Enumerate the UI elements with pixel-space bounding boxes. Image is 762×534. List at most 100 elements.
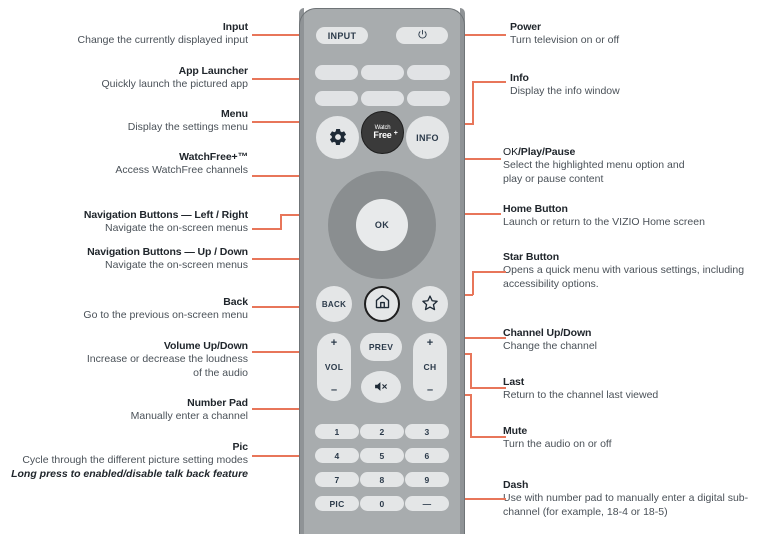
star-button[interactable] — [412, 286, 448, 322]
remote-edge-right — [460, 8, 465, 534]
leader-menu — [252, 121, 336, 123]
leader-nav-lr-h1 — [252, 228, 282, 230]
numpad-key-8[interactable]: 8 — [360, 472, 404, 487]
input-button[interactable]: INPUT — [316, 27, 368, 44]
gear-icon — [328, 127, 348, 149]
numpad-key-4[interactable]: 4 — [315, 448, 359, 463]
leader-mute-h2 — [470, 436, 506, 438]
callout-title: Power — [510, 21, 542, 33]
callout-home-button: Home Button Launch or return to the VIZI… — [503, 202, 758, 230]
channel-down-label: – — [426, 384, 434, 396]
remote-edge-left — [299, 8, 304, 534]
callout-input: Input Change the currently displayed inp… — [30, 20, 249, 48]
mute-icon — [373, 380, 389, 395]
pic-button[interactable]: PIC — [315, 496, 359, 511]
callout-title: Number Pad — [187, 397, 248, 409]
callout-desc: Turn the audio on or off — [503, 438, 612, 450]
callout-desc: Select the highlighted menu option and — [503, 159, 685, 171]
callout-title: Volume Up/Down — [163, 340, 248, 352]
leader-last-v — [470, 353, 472, 388]
callout-title: Mute — [503, 425, 528, 437]
app-launcher-button-1[interactable] — [315, 65, 358, 80]
app-launcher-button-5[interactable] — [361, 91, 404, 106]
ok-button[interactable]: OK — [356, 199, 408, 251]
callout-volume: Volume Up/Down Increase or decrease the … — [30, 339, 248, 380]
power-icon — [417, 29, 428, 42]
app-launcher-button-2[interactable] — [361, 65, 404, 80]
callout-info: Info Display the info window — [510, 71, 758, 99]
leader-mute-v — [470, 394, 472, 437]
callout-power: Power Turn television on or off — [510, 20, 758, 48]
numpad-key-1[interactable]: 1 — [315, 424, 359, 439]
leader-info-v — [472, 81, 474, 124]
volume-up-label: + — [330, 337, 338, 349]
callout-desc: Change the channel — [503, 340, 597, 352]
home-icon — [374, 293, 391, 315]
numpad-key-label: 3 — [424, 426, 430, 437]
callout-desc-emphasis: Long press to enabled/disable talk back … — [11, 467, 248, 480]
remote-body: INPUT Watch — [299, 8, 465, 534]
numpad-key-label: 9 — [424, 474, 430, 485]
leader-volume — [252, 351, 335, 353]
leader-numpad-h — [252, 408, 316, 410]
info-button[interactable]: INFO — [406, 116, 449, 159]
callout-title: Pic — [232, 441, 249, 453]
dash-button[interactable]: — — [405, 496, 449, 511]
numpad-key-0[interactable]: 0 — [360, 496, 404, 511]
leader-channel — [427, 337, 506, 339]
callout-mute: Mute Turn the audio on or off — [503, 424, 758, 452]
numpad-key-9[interactable]: 9 — [405, 472, 449, 487]
prev-button-label: PREV — [368, 342, 394, 352]
leader-home-h — [443, 213, 501, 215]
callout-menu: Menu Display the settings menu — [30, 107, 248, 135]
callout-desc: channel (for example, 18-4 or 18-5) — [503, 505, 668, 518]
leader-nav-lr-v — [280, 214, 282, 229]
prev-button[interactable]: PREV — [360, 333, 402, 361]
power-button[interactable] — [396, 27, 448, 44]
callout-title: Last — [503, 376, 525, 388]
callout-dash: Dash Use with number pad to manually ent… — [503, 478, 761, 519]
callout-star-button: Star Button Opens a quick menu with vari… — [503, 250, 761, 291]
volume-rocker[interactable]: + VOL – — [317, 333, 351, 401]
numpad-key-3[interactable]: 3 — [405, 424, 449, 439]
pic-button-label: PIC — [329, 498, 345, 509]
callout-desc: Go to the previous on-screen menu — [83, 309, 248, 321]
callout-desc: Manually enter a channel — [130, 410, 248, 422]
numpad-key-label: 2 — [379, 426, 385, 437]
home-button[interactable] — [364, 286, 400, 322]
leader-star-h2 — [472, 271, 506, 273]
callout-title: Dash — [503, 479, 529, 491]
callout-desc: Opens a quick menu with various settings… — [503, 264, 745, 276]
callout-desc: Navigate the on-screen menus — [105, 259, 248, 271]
app-launcher-button-6[interactable] — [407, 91, 450, 106]
menu-button[interactable] — [316, 116, 359, 159]
numpad-key-2[interactable]: 2 — [360, 424, 404, 439]
numpad-key-label: 8 — [379, 474, 385, 485]
callout-desc: Access WatchFree channels — [115, 164, 248, 176]
app-launcher-button-3[interactable] — [407, 65, 450, 80]
watchfree-label-top: Watch — [374, 125, 391, 131]
numpad-key-7[interactable]: 7 — [315, 472, 359, 487]
callout-title: Home Button — [503, 203, 568, 215]
numpad-key-6[interactable]: 6 — [405, 448, 449, 463]
callout-desc: accessibility options. — [503, 277, 599, 290]
channel-label: CH — [423, 362, 437, 372]
watchfree-plus-button[interactable]: Watch Free+ — [361, 111, 404, 154]
callout-title: Back — [223, 296, 248, 308]
info-button-label: INFO — [416, 132, 439, 143]
channel-rocker[interactable]: + CH – — [413, 333, 447, 401]
callout-number-pad: Number Pad Manually enter a channel — [30, 396, 248, 424]
app-launcher-button-4[interactable] — [315, 91, 358, 106]
callout-channel: Channel Up/Down Change the channel — [503, 326, 758, 354]
callout-last: Last Return to the channel last viewed — [503, 375, 758, 403]
leader-power — [424, 34, 506, 36]
numpad-key-5[interactable]: 5 — [360, 448, 404, 463]
callout-nav-up-down: Navigation Buttons — Up / Down Navigate … — [20, 245, 248, 273]
leader-nav-ud — [252, 258, 345, 260]
mute-button[interactable] — [361, 371, 401, 403]
callout-back: Back Go to the previous on-screen menu — [30, 295, 248, 323]
callout-desc: Launch or return to the VIZIO Home scree… — [503, 216, 705, 228]
callout-title-light: OK — [503, 146, 518, 158]
numpad-key-label: 7 — [334, 474, 340, 485]
back-button[interactable]: BACK — [316, 286, 352, 322]
